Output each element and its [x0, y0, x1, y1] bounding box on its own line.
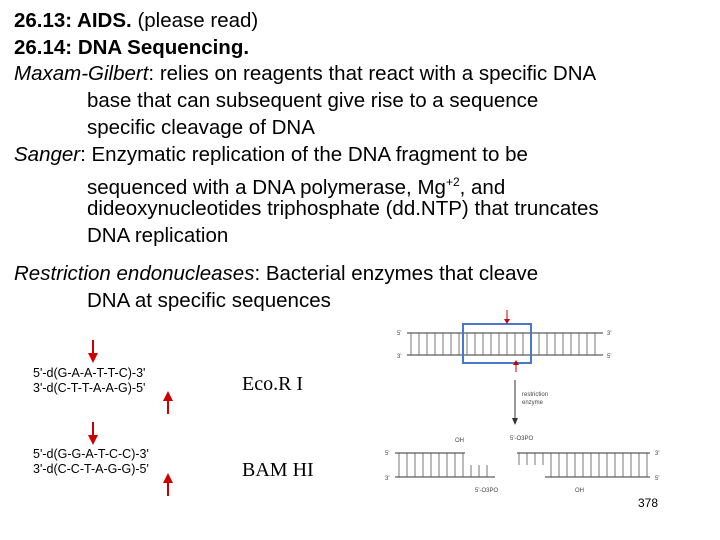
- bamhi-name: BAM HI: [242, 459, 314, 481]
- bamhi-top-arrow: [88, 422, 98, 445]
- reaction-arrow: restriction enzyme: [512, 380, 548, 425]
- label-five-prime-bottom: 5': [607, 354, 611, 360]
- restriction-term: Restriction endonucleases: [14, 262, 255, 285]
- recognition-site-box: [462, 323, 532, 364]
- heading-dna-sequencing: 26.14: DNA Sequencing.: [14, 36, 250, 59]
- ecori-bottom-arrow: [163, 391, 173, 414]
- ecori-top-strand: 5'-d(G-A-A-T-T-C)-3': [33, 366, 146, 380]
- page-number: 378: [637, 496, 658, 510]
- label-three-prime-cut-top: 3': [655, 451, 659, 457]
- heading-aids-note: (please read): [131, 9, 259, 32]
- label-three-prime-cut-bottom: 3': [385, 476, 389, 482]
- mg-superscript: +2: [445, 175, 460, 189]
- sanger-line-4: DNA replication: [87, 224, 229, 247]
- caption-enzyme: enzyme: [522, 400, 544, 406]
- label-five-prime-cut-bottom: 5': [655, 476, 659, 482]
- caption-restriction: restriction: [522, 392, 548, 398]
- label-three-prime-bottom: 3': [397, 354, 401, 360]
- maxam-text-1: : relies on reagents that react with a s…: [148, 62, 597, 85]
- label-oh-top: OH: [455, 438, 464, 444]
- maxam-line-2: base that can subsequent give rise to a …: [87, 89, 539, 112]
- maxam-line-1: Maxam-Gilbert: relies on reagents that r…: [14, 61, 596, 87]
- cleaved-dna-fragments: 5' 3' 3' 5' OH 5'-O3PO 5'-O3PO OH: [385, 436, 659, 494]
- sanger-text-1: : Enzymatic replication of the DNA fragm…: [80, 143, 528, 166]
- sanger-text-2a: sequenced with a DNA polymerase, Mg: [87, 175, 446, 199]
- ecori-top-arrow: [88, 340, 98, 363]
- label-five-prime-cut-top: 5': [385, 451, 389, 457]
- label-five-prime-top: 5': [397, 331, 401, 337]
- bamhi-bottom-strand: 3'-d(C-C-T-A-G-G)-5': [33, 462, 149, 476]
- heading-aids: 26.13: AIDS. (please read): [14, 8, 258, 34]
- bamhi-bottom-arrow: [163, 473, 173, 496]
- sanger-line-1: Sanger: Enzymatic replication of the DNA…: [14, 142, 528, 168]
- sanger-text-2b: , and: [459, 175, 506, 199]
- label-phosphate-top: 5'-O3PO: [510, 436, 533, 442]
- ecori-name: Eco.R I: [242, 373, 304, 395]
- restriction-line-2: DNA at specific sequences: [87, 289, 331, 312]
- maxam-line-3: specific cleavage of DNA: [87, 116, 315, 139]
- intact-dna-duplex: 5' 3' 3' 5': [397, 310, 611, 372]
- maxam-term: Maxam-Gilbert: [14, 62, 149, 85]
- heading-aids-number: 26.13: AIDS.: [14, 9, 132, 32]
- restriction-line-1: Restriction endonucleases: Bacterial enz…: [14, 261, 538, 287]
- sanger-term: Sanger: [14, 143, 81, 166]
- label-phosphate-bottom: 5'-O3PO: [475, 488, 498, 494]
- label-three-prime-top: 3': [607, 331, 611, 337]
- label-oh-bottom: OH: [575, 488, 584, 494]
- ecori-bottom-strand: 3'-d(C-T-T-A-A-G)-5': [33, 381, 146, 395]
- restriction-cleavage-diagram: 5' 3' 3' 5' restriction enzyme 5' 3' 3' …: [385, 310, 659, 494]
- sanger-line-3: dideoxynucleotides triphosphate (dd.NTP)…: [87, 197, 599, 220]
- restriction-text-1: : Bacterial enzymes that cleave: [254, 262, 539, 285]
- sanger-line-2: sequenced with a DNA polymerase, Mg+2, a…: [87, 169, 505, 201]
- bamhi-top-strand: 5'-d(G-G-A-T-C-C)-3': [33, 447, 149, 461]
